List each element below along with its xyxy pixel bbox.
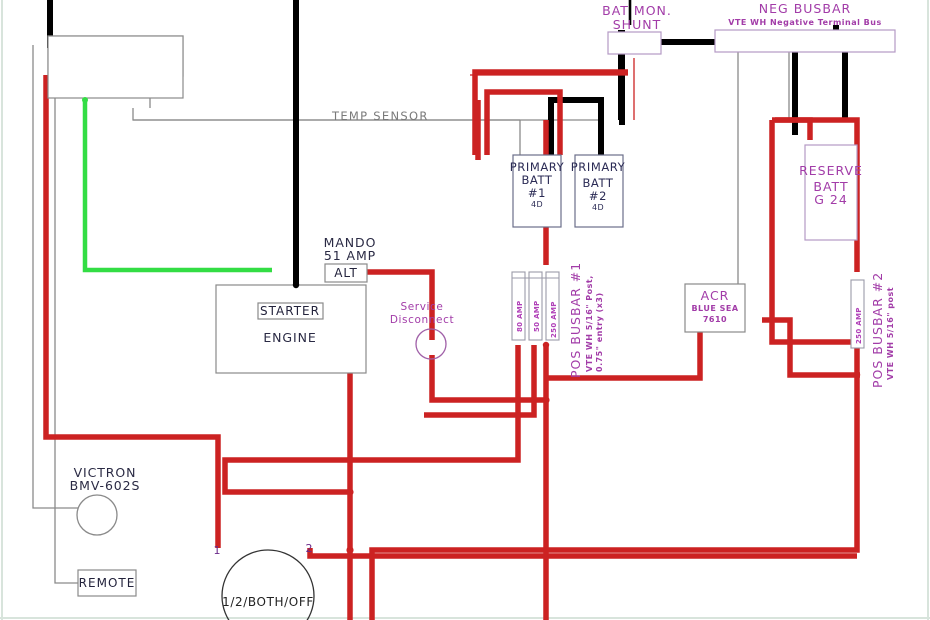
component-primary-batt-1: PRIMARY BATT #1 4D bbox=[510, 154, 565, 228]
battery-switch-label: 1/2/BOTH/OFF bbox=[222, 595, 314, 609]
neg-busbar-title: NEG BUSBAR bbox=[759, 1, 851, 16]
batt1-line1: PRIMARY bbox=[510, 160, 565, 174]
pos-busbar-2-spec1: VTE WH 5/16" post bbox=[886, 287, 895, 380]
component-bat-mon-shunt: BAT MON. SHUNT bbox=[602, 3, 672, 55]
batt2-line3: #2 bbox=[589, 189, 607, 203]
wire-junction-dots bbox=[82, 97, 861, 554]
component-engine: STARTER ENGINE bbox=[215, 284, 367, 374]
component-battery-monitor: VICTRON BMV-602S bbox=[70, 465, 141, 536]
reserve-line2: BATT bbox=[813, 179, 848, 194]
service-disconnect-line2: Disconnect bbox=[390, 314, 454, 326]
component-pos-busbar-2: 250 AMP POS BUSBAR #2 VTE WH 5/16" post bbox=[850, 272, 895, 388]
component-neg-busbar: NEG BUSBAR VTE WH Negative Terminal Bus bbox=[714, 1, 896, 53]
junction-dot bbox=[346, 488, 354, 496]
pos-busbar-1-spec1: VTE WH 5/16" Post, bbox=[585, 275, 594, 372]
batt1-line3: #1 bbox=[528, 186, 546, 200]
component-battery-switch: 1/2/BOTH/OFF 1 2 bbox=[214, 542, 315, 620]
batt2-line2: BATT bbox=[582, 176, 613, 190]
bmv-gauge-symbol bbox=[76, 494, 118, 536]
component-remote: REMOTE bbox=[77, 569, 137, 597]
battery-switch-terminal-1: 1 bbox=[214, 544, 221, 557]
batt1-line4: 4D bbox=[531, 200, 543, 209]
wire-temp-sensor-green bbox=[82, 100, 272, 273]
service-disconnect-symbol bbox=[415, 328, 447, 360]
reserve-line3: G 24 bbox=[814, 192, 848, 207]
acr-line2: BLUE SEA bbox=[691, 304, 738, 313]
component-service-disconnect: Service Disconnect bbox=[390, 301, 454, 360]
batt2-line4: 4D bbox=[592, 203, 604, 212]
battery-switch-symbol bbox=[221, 549, 315, 620]
pos-busbar-1-name: POS BUSBAR #1 bbox=[568, 262, 583, 378]
charger-outline bbox=[47, 35, 184, 99]
bmv-line2: BMV-602S bbox=[70, 478, 141, 493]
junction-dot bbox=[346, 456, 354, 464]
component-reserve-batt: RESERVE BATT G 24 bbox=[799, 144, 863, 241]
fuse-body-4 bbox=[850, 279, 865, 349]
remote-label: REMOTE bbox=[79, 576, 136, 590]
junction-dot bbox=[292, 281, 300, 289]
battery-switch-terminal-2: 2 bbox=[306, 542, 313, 555]
acr-line1: ACR bbox=[701, 288, 730, 303]
wire-group-positive-red bbox=[43, 69, 860, 620]
service-disconnect-line1: Service bbox=[400, 301, 443, 313]
pos-busbar-2-fuse-label: 250 AMP bbox=[855, 307, 863, 344]
alt-line1: MANDO bbox=[324, 235, 377, 250]
temp-sensor-label: TEMP SENSOR bbox=[331, 109, 429, 123]
junction-dot bbox=[542, 341, 550, 349]
junction-dot bbox=[82, 97, 88, 103]
fuse-body-3 bbox=[545, 271, 560, 341]
starter-label: STARTER bbox=[260, 304, 320, 318]
fuse-body-1 bbox=[511, 271, 526, 341]
bmv-line1: VICTRON bbox=[74, 465, 137, 480]
component-pos-busbar-1: 80 AMP 50 AMP 250 AMP POS BUSBAR #1 VTE … bbox=[511, 262, 604, 378]
component-primary-batt-2: PRIMARY BATT #2 4D bbox=[571, 154, 626, 228]
fuse-label-3: 250 AMP bbox=[550, 301, 558, 338]
alt-box-label: ALT bbox=[334, 266, 358, 280]
batt2-line1: PRIMARY bbox=[571, 160, 626, 174]
acr-line3: 7610 bbox=[703, 315, 727, 324]
junction-dot bbox=[542, 396, 550, 404]
alt-line2: 51 AMP bbox=[324, 248, 376, 263]
junction-dot bbox=[853, 371, 861, 379]
shunt-line2: SHUNT bbox=[613, 17, 661, 32]
fuse-label-1: 80 AMP bbox=[516, 301, 524, 333]
pos-busbar-2-name: POS BUSBAR #2 bbox=[870, 272, 885, 388]
fuse-label-2: 50 AMP bbox=[533, 301, 541, 333]
junction-dot bbox=[346, 546, 354, 554]
batt1-line2: BATT bbox=[521, 173, 552, 187]
engine-label: ENGINE bbox=[263, 330, 316, 345]
component-alternator: MANDO 51 AMP ALT bbox=[324, 235, 377, 283]
reserve-line1: RESERVE bbox=[799, 163, 863, 178]
fuse-body-2 bbox=[528, 271, 543, 341]
component-acr: ACR BLUE SEA 7610 bbox=[684, 283, 746, 333]
pos-busbar-1-spec2: 0.75" entry (x3) bbox=[595, 292, 604, 372]
shunt-line1: BAT MON. bbox=[602, 3, 672, 18]
neg-busbar-spec: VTE WH Negative Terminal Bus bbox=[728, 18, 881, 27]
